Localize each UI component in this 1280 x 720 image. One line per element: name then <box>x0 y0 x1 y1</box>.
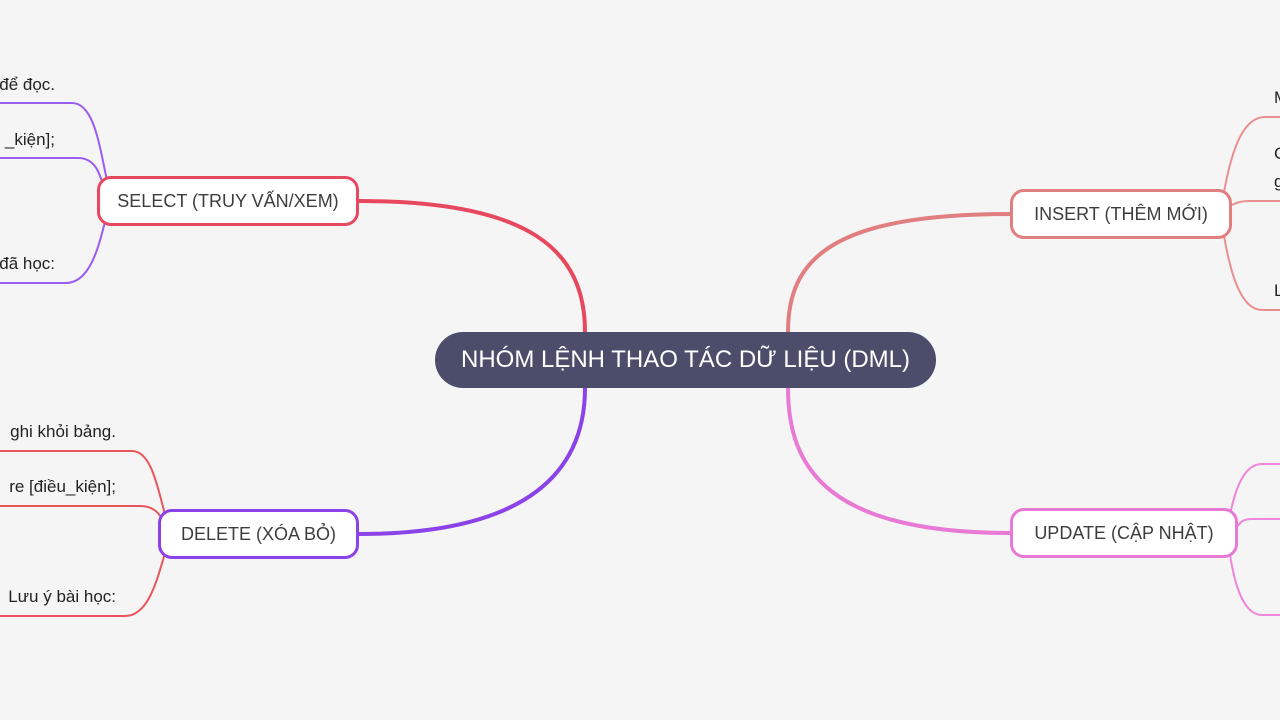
leaf-line-delete-3 <box>0 549 167 617</box>
leaf-line-delete-1 <box>0 450 167 519</box>
leaf-delete-3[interactable]: Lưu ý bài học: <box>8 587 116 606</box>
leaf-line-select-3 <box>0 217 107 284</box>
branch-select[interactable]: SELECT (TRUY VẤN/XEM) <box>97 176 359 226</box>
leaf-line-update-1 <box>1229 463 1280 516</box>
leaf-line-insert-2 <box>1231 200 1280 206</box>
leaf-line-select-1 <box>0 102 109 186</box>
leaf-delete-2[interactable]: re [điều_kiện]; <box>9 477 116 496</box>
leaf-insert-2[interactable]: C <box>1274 144 1280 164</box>
connector-insert <box>786 212 1011 333</box>
branch-update[interactable]: UPDATE (CẬP NHẬT) <box>1010 508 1238 558</box>
connector-delete <box>358 387 587 536</box>
leaf-select-2[interactable]: _kiện]; <box>4 130 55 149</box>
leaf-delete-1[interactable]: ghi khỏi bảng. <box>10 422 116 441</box>
connector-update <box>786 387 1011 535</box>
leaf-line-insert-3 <box>1223 235 1280 311</box>
leaf-insert-1[interactable]: M <box>1274 88 1280 108</box>
leaf-select-1[interactable]: để đọc. <box>0 75 55 94</box>
branch-insert[interactable]: INSERT (THÊM MỚI) <box>1010 189 1232 239</box>
leaf-insert-2b: g <box>1274 172 1280 191</box>
leaf-line-select-2 <box>0 157 105 189</box>
central-topic[interactable]: NHÓM LỆNH THAO TÁC DỮ LIỆU (DML) <box>435 332 936 388</box>
leaf-line-update-3 <box>1229 554 1280 616</box>
leaf-line-update-2 <box>1237 518 1280 527</box>
leaf-line-insert-1 <box>1223 116 1280 193</box>
branch-delete[interactable]: DELETE (XÓA BỎ) <box>158 509 359 559</box>
connector-select <box>358 199 587 333</box>
leaf-select-3[interactable]: đã học: <box>0 254 55 273</box>
leaf-line-delete-2 <box>0 505 165 523</box>
leaf-insert-3[interactable]: L <box>1274 281 1280 300</box>
